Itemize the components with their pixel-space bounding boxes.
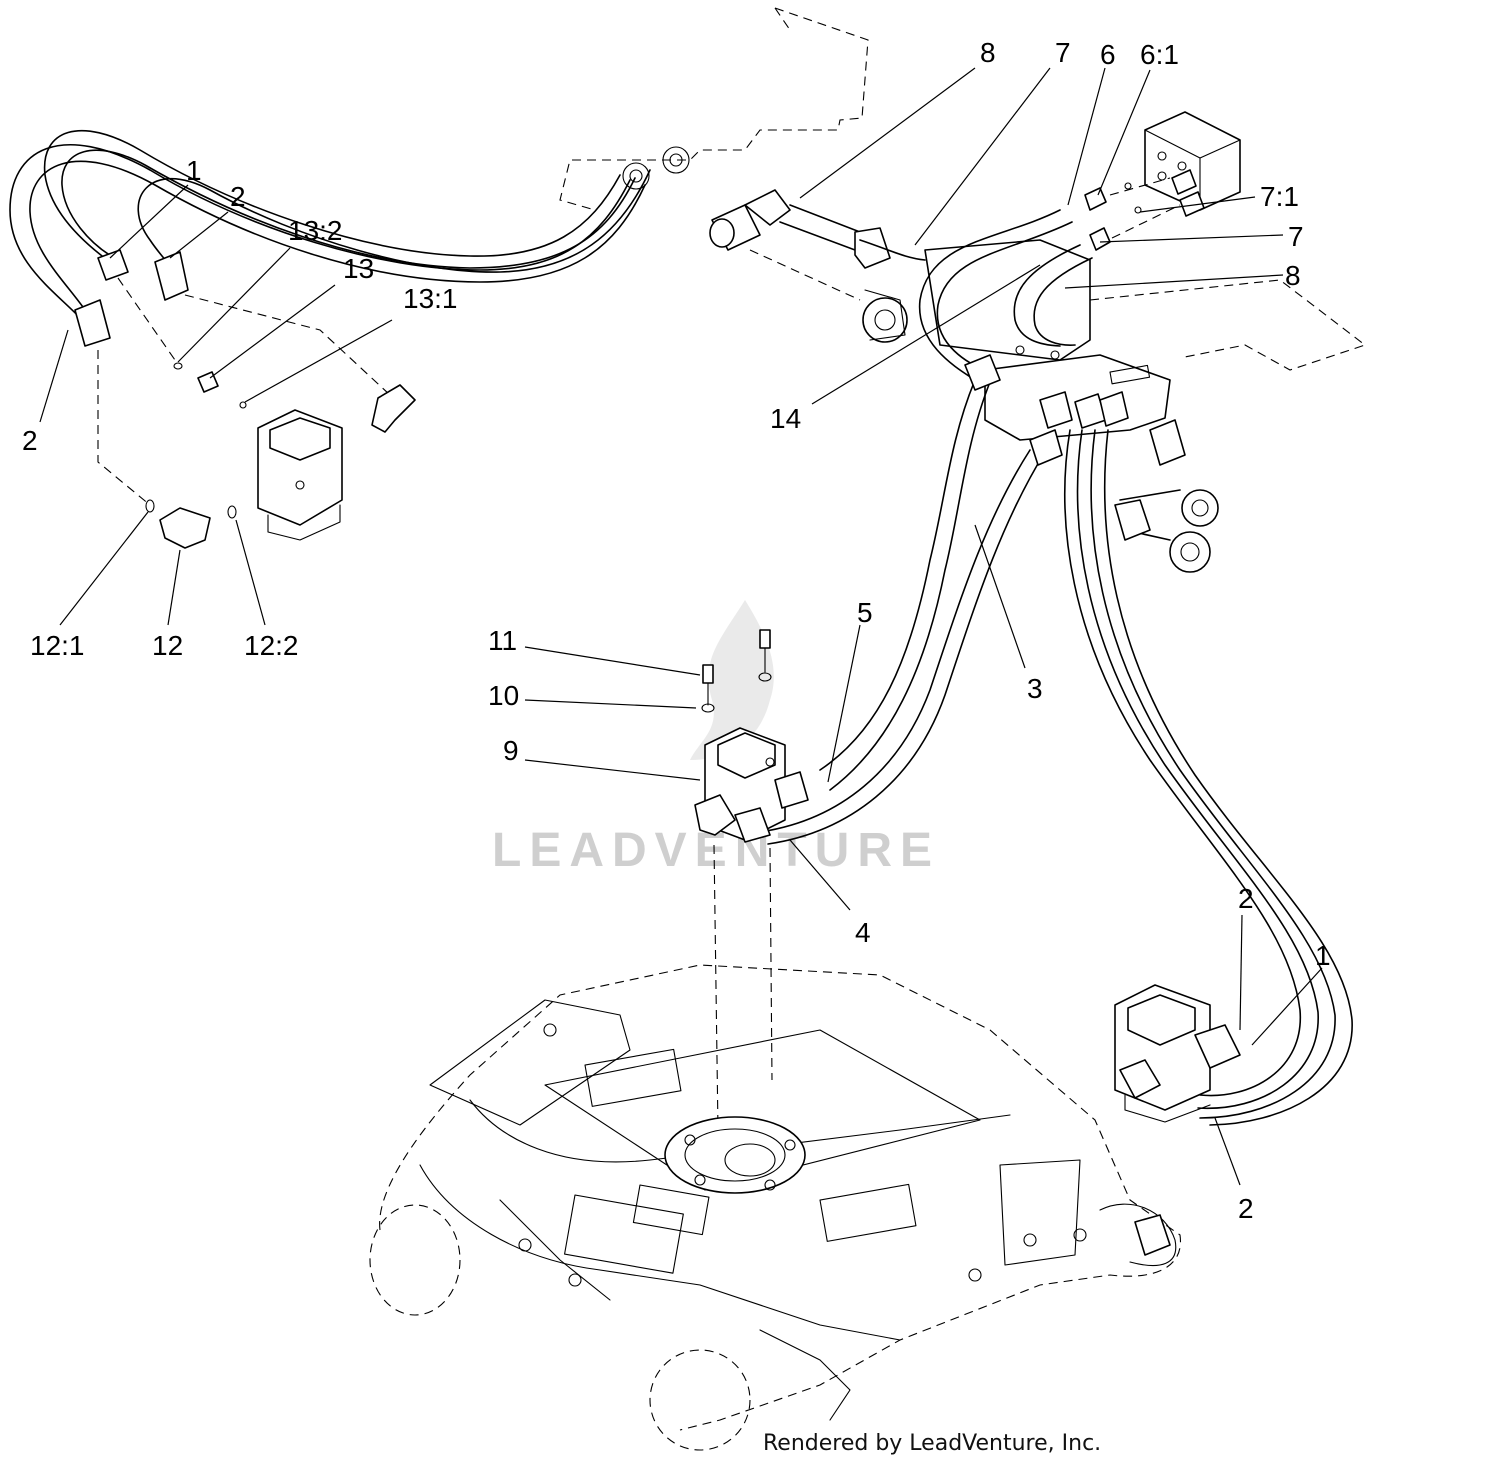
callout-7-1: 7:1: [1260, 181, 1299, 212]
frame-plate-right: [924, 239, 1367, 441]
lift-cylinder-upper: [709, 189, 908, 343]
oring-12-1: [145, 499, 155, 513]
callout-7-top: 7: [1055, 37, 1071, 68]
callout-3: 3: [1027, 673, 1043, 704]
callout-8-right: 8: [1285, 260, 1301, 291]
deck-roller-left: [369, 1204, 461, 1316]
hoses-valve-to-frame: [859, 209, 1093, 381]
valve-fittings-right: [964, 354, 1129, 466]
leader-lines: [39, 67, 1323, 1186]
elbow-fitting-upper-left: [371, 384, 416, 433]
fitting-valve-port-b: [1179, 191, 1205, 217]
callout-12-2: 12:2: [244, 630, 299, 661]
fitting-valve-port-a: [1171, 169, 1197, 195]
fitting-7: [1089, 227, 1111, 251]
bolt-11: [702, 629, 771, 706]
render-credit: Rendered by LeadVenture, Inc.: [763, 1431, 1101, 1456]
explode-line-left-c: [97, 350, 151, 506]
hose-fitting-2-left: [154, 251, 189, 301]
callout-2-right-bottom: 2: [1238, 1193, 1254, 1224]
fitting-13: [197, 371, 219, 393]
callout-6-1: 6:1: [1140, 39, 1179, 70]
callout-13-2: 13:2: [288, 215, 343, 246]
oring-12-2: [227, 505, 237, 519]
callout-9: 9: [503, 735, 519, 766]
fitting-6: [1084, 187, 1107, 211]
callout-13: 13: [343, 253, 374, 284]
hose-center-motor: [759, 379, 1046, 845]
callout-1-right: 1: [1315, 940, 1331, 971]
watermark-logo: [690, 600, 774, 760]
motor-left: [257, 409, 343, 541]
callout-11: 11: [488, 625, 517, 656]
hose-loop-right: [1064, 429, 1353, 1126]
callout-5: 5: [857, 597, 873, 628]
hose-fitting-1-left: [97, 249, 129, 281]
hose-fitting-2-side: [74, 299, 111, 347]
hose-loop-left: [9, 129, 651, 331]
callout-1-left: 1: [186, 155, 202, 186]
motor-center: [694, 727, 809, 843]
upper-frame-bracket: [559, 7, 869, 211]
callout-14: 14: [770, 403, 801, 434]
oring-7-1: [1134, 206, 1142, 214]
elbow-fitting-12: [159, 507, 211, 549]
callout-2-left-top: 2: [230, 181, 246, 212]
lift-cylinder-lower: [1114, 419, 1219, 573]
explode-line-center: [713, 844, 773, 1131]
explode-line-left-a: [117, 277, 176, 361]
callout-12-1: 12:1: [30, 630, 85, 661]
callout-8-top: 8: [980, 37, 996, 68]
explode-line-valve: [1109, 177, 1181, 239]
callout-12: 12: [152, 630, 183, 661]
callout-13-1: 13:1: [403, 283, 458, 314]
motor-right: [1114, 984, 1241, 1123]
callout-7-right: 7: [1288, 221, 1304, 252]
callout-2-left-side: 2: [22, 425, 38, 456]
mower-deck: [379, 964, 1181, 1431]
deck-roller-front: [649, 1349, 751, 1451]
oring-6-1: [1124, 182, 1132, 190]
callout-2-right-top: 2: [1238, 883, 1254, 914]
callout-6: 6: [1100, 39, 1116, 70]
oring-13-1: [239, 401, 247, 409]
oring-13-2: [173, 362, 183, 370]
explode-line-left-b: [184, 294, 391, 396]
washer-10: [701, 672, 772, 713]
callout-10: 10: [488, 680, 519, 711]
callout-4: 4: [855, 917, 871, 948]
